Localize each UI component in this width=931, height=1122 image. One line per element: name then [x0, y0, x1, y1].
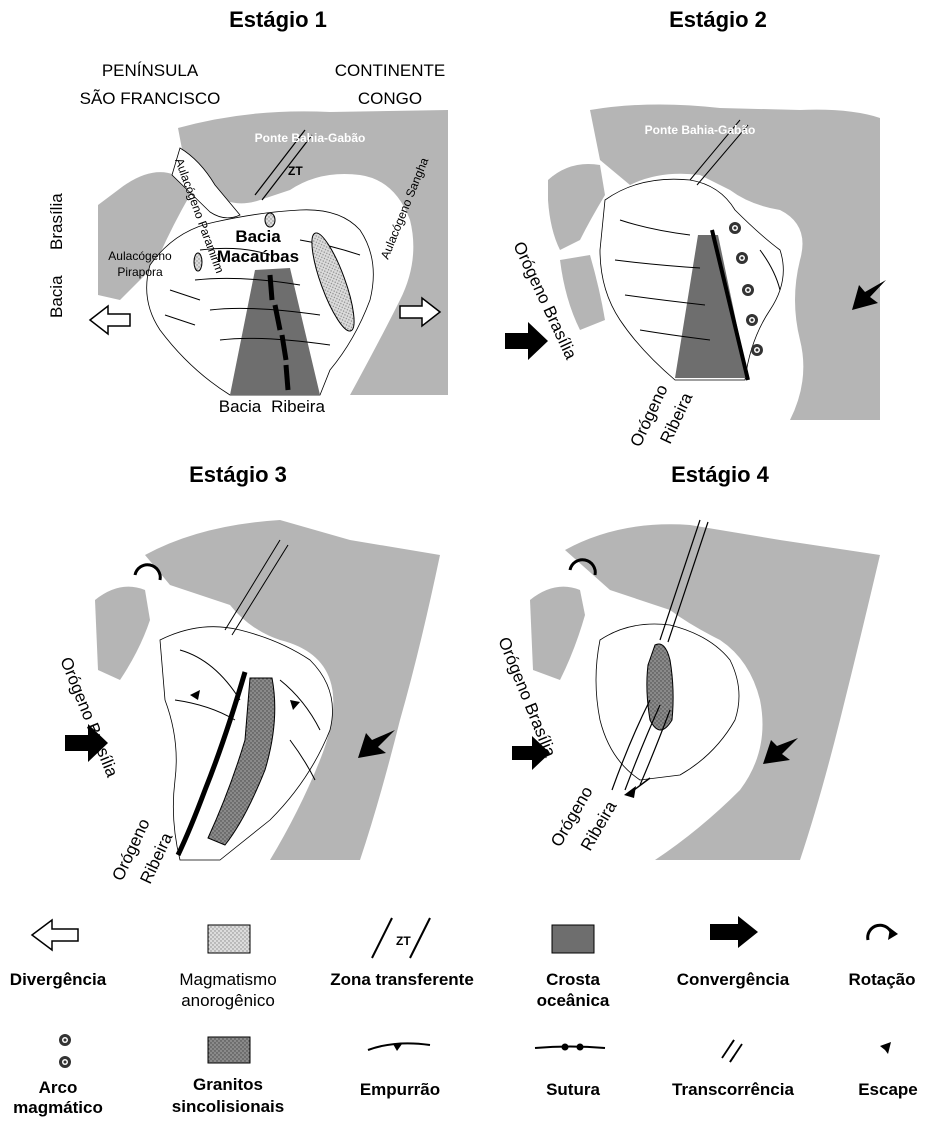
legend-zt-symbol: ZT	[396, 934, 411, 948]
stage-4-panel: Estágio 4 Orógeno Brasília Orógeno Ribei…	[494, 462, 880, 860]
stage-1-continent-line2: CONGO	[358, 89, 422, 108]
legend-strike-slip-icon	[722, 1040, 742, 1062]
stage-1-title: Estágio 1	[229, 7, 327, 32]
legend-rotacao: Rotação	[848, 970, 915, 989]
legend-magmatismo-2: anorogênico	[181, 991, 275, 1010]
legend-zona-transferente: Zona transferente	[330, 970, 474, 989]
stage-3-west-block	[95, 587, 150, 680]
stage-1-bacia-brasilia-1: Bacia	[47, 275, 66, 318]
legend-escape: Escape	[858, 1080, 918, 1099]
stage-1-magmatism-macaubas	[265, 213, 275, 227]
stage-1-bacia-brasilia-2: Brasília	[47, 193, 66, 250]
stage-1-bacia-macaubas-2: Macaúbas	[217, 247, 299, 266]
legend-transcorrencia: Transcorrência	[672, 1080, 794, 1099]
legend: Divergência Magmatismo anorogênico ZT Zo…	[10, 916, 918, 1117]
stage-1-divergence-arrow-west	[90, 306, 130, 334]
legend-granitos-1: Granitos	[193, 1075, 263, 1094]
legend-sutura: Sutura	[546, 1080, 600, 1099]
legend-granites-icon	[208, 1037, 250, 1063]
stage-2-west-lower	[560, 255, 605, 330]
stage-2-title: Estágio 2	[669, 7, 767, 32]
stage-4-west-block	[530, 587, 585, 680]
legend-granitos-2: sincolisionais	[172, 1097, 284, 1116]
stage-1-aulacogeno-pirapora-1: Aulacógeno	[108, 249, 172, 263]
stage-2-panel: Estágio 2 Ponte Bahia-Gabão Orógeno Bras…	[505, 7, 886, 450]
legend-arco-2: magmático	[13, 1098, 103, 1117]
stage-1-aulacogeno-pirapora-2: Pirapora	[117, 265, 163, 279]
stage-1-continent-line1: CONTINENTE	[335, 61, 446, 80]
legend-rotation-icon	[868, 925, 892, 940]
stage-3-rotation-symbol	[135, 565, 160, 580]
legend-convergence-icon	[710, 916, 758, 948]
stage-1-bacia-ribeira-2: Ribeira	[271, 397, 325, 416]
legend-empurrao: Empurrão	[360, 1080, 440, 1099]
stage-4-title: Estágio 4	[671, 462, 770, 487]
stage-3-title: Estágio 3	[189, 462, 287, 487]
stage-2-west-block	[548, 164, 605, 250]
legend-convergencia: Convergência	[677, 970, 790, 989]
stage-1-panel: Estágio 1	[47, 7, 448, 416]
legend-arco-1: Arco	[39, 1078, 78, 1097]
stage-2-ponte: Ponte Bahia-Gabão	[645, 123, 756, 137]
stage-2-convergence-arrow-west	[505, 322, 548, 360]
legend-crosta-1: Crosta	[546, 970, 600, 989]
stage-1-bacia-ribeira-1: Bacia	[219, 397, 262, 416]
stage-1-peninsula-line2: SÃO FRANCISCO	[80, 89, 221, 108]
stage-4-granites	[647, 644, 673, 730]
legend-divergencia: Divergência	[10, 970, 107, 989]
legend-oceanic-crust-icon	[552, 925, 594, 953]
stage-1-peninsula-line1: PENÍNSULA	[102, 61, 199, 80]
stage-1-bacia-macaubas-1: Bacia	[235, 227, 281, 246]
stage-1-ponte: Ponte Bahia-Gabão	[255, 131, 366, 145]
legend-crosta-2: oceânica	[537, 991, 610, 1010]
legend-magmatism-icon	[208, 925, 250, 953]
legend-escape-icon	[880, 1042, 891, 1054]
stage-1-zt: ZT	[288, 164, 303, 178]
legend-arc-icon	[59, 1034, 71, 1068]
legend-suture-icon	[535, 1047, 605, 1049]
stage-3-panel: Estágio 3 Orógeno Brasília Orógeno Ribei…	[56, 462, 440, 887]
legend-magmatismo-1: Magmatismo	[179, 970, 276, 989]
legend-divergence-icon	[32, 920, 78, 950]
stage-1-magmatism-pirapora	[194, 253, 202, 271]
